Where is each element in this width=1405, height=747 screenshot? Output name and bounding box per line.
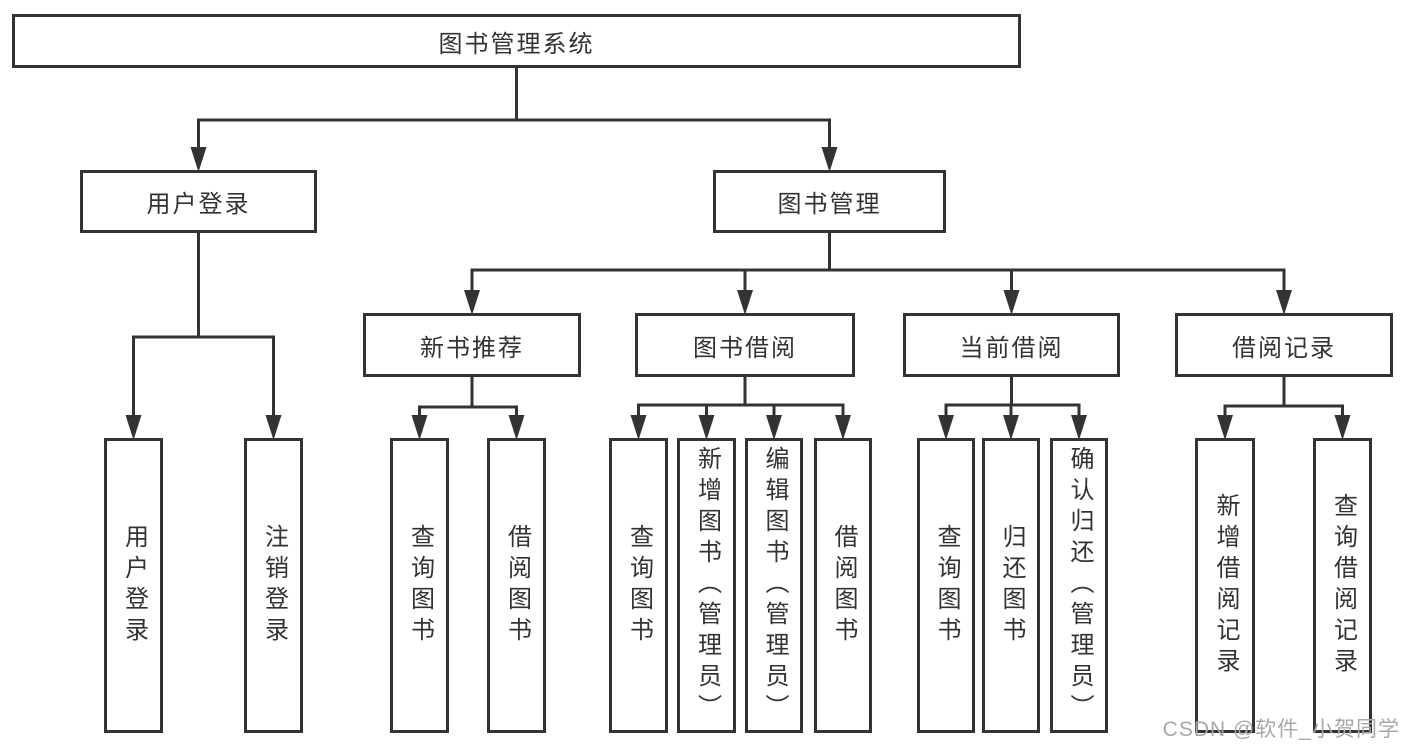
node-bb-query-books: 查询图书 [609,438,668,733]
node-book-borrowing: 图书借阅 [635,313,855,377]
node-login-leaf: 用户登录 [104,438,163,733]
node-label-logout-leaf: 注销登录 [260,523,288,648]
node-cb-query-books: 查询图书 [917,438,975,733]
node-label-cb-confirm: 确认归还（管理员） [1066,446,1093,725]
node-nb-query-books: 查询图书 [390,438,449,733]
node-label-bb-borrow-books: 借阅图书 [830,523,857,648]
node-br-add-record: 新增借阅记录 [1195,438,1255,733]
node-label-new-book-rec: 新书推荐 [420,334,524,362]
node-nb-borrow-books: 借阅图书 [487,438,546,733]
node-new-book-rec: 新书推荐 [363,313,581,377]
node-label-br-add-record: 新增借阅记录 [1212,492,1239,679]
arrowhead-down-icon [737,290,753,315]
arrowhead-down-icon [464,290,480,315]
arrowhead-down-icon [125,415,142,440]
node-label-br-query-record: 查询借阅记录 [1329,492,1357,679]
arrowhead-down-icon [508,415,525,440]
node-label-bb-edit-books: 编辑图书（管理员） [761,446,788,725]
arrowhead-down-icon [1217,415,1233,440]
arrowhead-down-icon [630,415,647,440]
arrowhead-down-icon [821,147,838,172]
node-label-cb-return-books: 归还图书 [998,523,1025,648]
node-label-book-borrowing: 图书借阅 [693,334,797,362]
arrowhead-down-icon [1276,290,1292,315]
node-root: 图书管理系统 [12,14,1021,68]
node-label-nb-borrow-books: 借阅图书 [503,523,531,648]
node-cb-return-books: 归还图书 [982,438,1040,733]
arrowhead-down-icon [938,415,954,440]
node-label-bb-add-books: 新增图书（管理员） [693,446,721,725]
node-cb-confirm: 确认归还（管理员） [1050,438,1108,733]
arrowhead-down-icon [766,415,782,440]
arrowhead-down-icon [265,415,282,440]
arrowhead-down-icon [1071,415,1087,440]
node-label-login-leaf: 用户登录 [120,523,148,648]
node-label-nb-query-books: 查询图书 [406,523,434,648]
node-current-borrow: 当前借阅 [903,313,1120,377]
arrowhead-down-icon [1003,290,1020,315]
node-bb-edit-books: 编辑图书（管理员） [745,438,803,733]
node-label-bb-query-books: 查询图书 [625,523,653,648]
node-bb-borrow-books: 借阅图书 [814,438,872,733]
arrowhead-down-icon [835,415,851,440]
node-book-mgmt: 图书管理 [713,170,946,233]
arrowhead-down-icon [698,415,715,440]
node-logout-leaf: 注销登录 [244,438,303,733]
node-label-user-login: 用户登录 [146,191,251,218]
node-br-query-record: 查询借阅记录 [1313,438,1372,733]
node-user-login: 用户登录 [80,170,317,233]
node-label-current-borrow: 当前借阅 [959,334,1064,362]
node-borrow-records: 借阅记录 [1175,313,1393,377]
node-bb-add-books: 新增图书（管理员） [677,438,736,733]
node-label-borrow-records: 借阅记录 [1232,334,1336,362]
node-label-cb-query-books: 查询图书 [933,523,960,648]
arrowhead-down-icon [411,415,428,440]
node-label-root: 图书管理系统 [438,30,595,58]
watermark: CSDN @软件_小贺同学 [1162,718,1400,741]
node-label-book-mgmt: 图书管理 [777,191,882,218]
arrowhead-down-icon [190,147,207,172]
arrowhead-down-icon [1003,415,1019,440]
arrowhead-down-icon [1334,415,1351,440]
